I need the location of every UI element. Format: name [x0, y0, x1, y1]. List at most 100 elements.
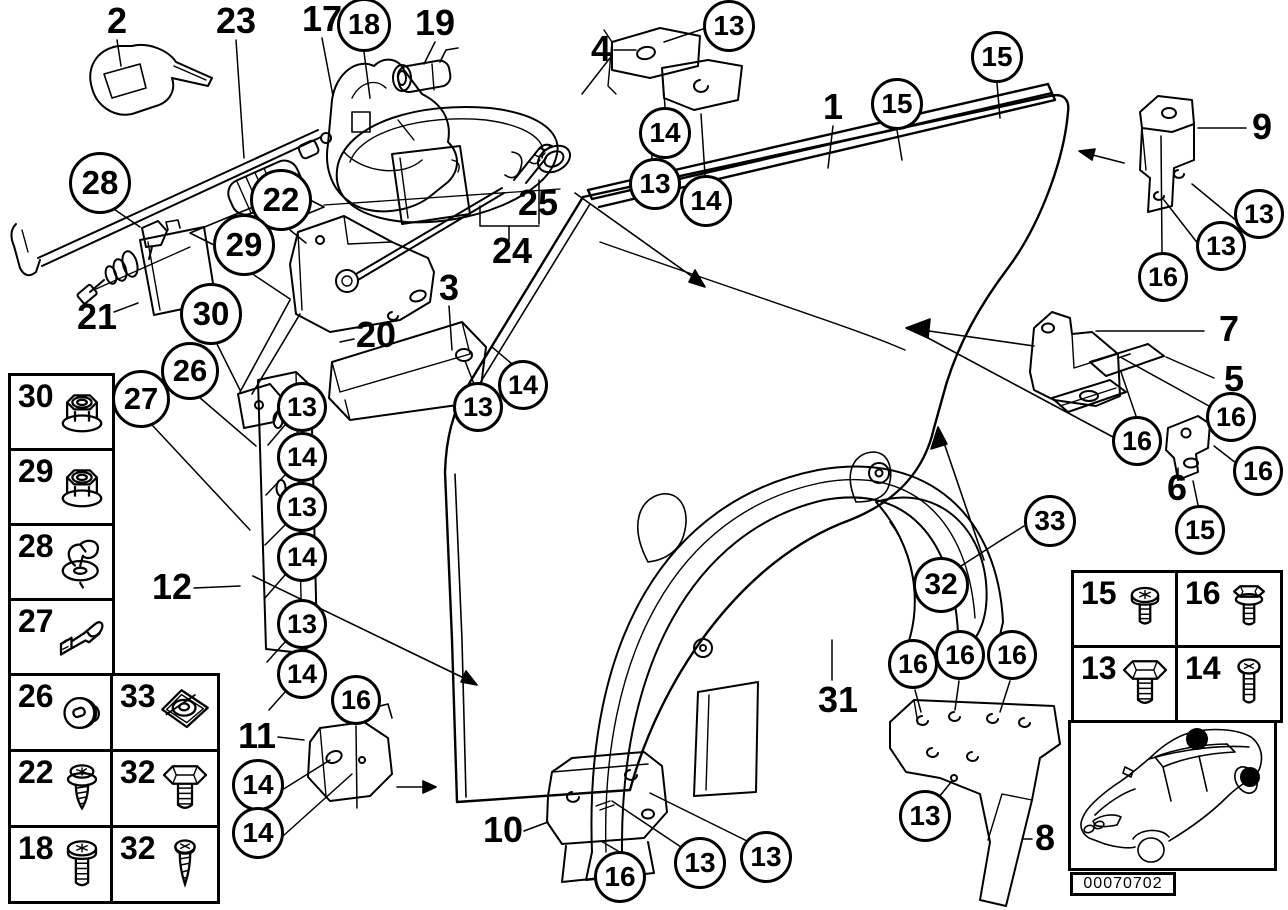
callout-14[interactable]: 14 — [680, 175, 732, 227]
callout-19[interactable]: 19 — [414, 2, 456, 44]
flange-nut-icon — [54, 383, 110, 441]
callout-15[interactable]: 15 — [971, 31, 1023, 83]
callout-1[interactable]: 1 — [822, 86, 844, 128]
fastener-cell-33[interactable]: 33 — [110, 673, 220, 752]
callout-22[interactable]: 22 — [250, 169, 312, 231]
bracket-9 — [1139, 95, 1195, 213]
flange-nut-icon — [54, 458, 110, 516]
callout-16[interactable]: 16 — [1138, 252, 1188, 302]
spring-clip-icon — [54, 608, 110, 666]
callout-14[interactable]: 14 — [498, 360, 548, 410]
callout-16[interactable]: 16 — [987, 630, 1037, 680]
callout-13[interactable]: 13 — [703, 0, 755, 52]
callout-14[interactable]: 14 — [277, 432, 327, 482]
callout-3[interactable]: 3 — [438, 267, 460, 309]
callout-23[interactable]: 23 — [215, 0, 257, 42]
location-marker — [1186, 728, 1208, 750]
callout-32[interactable]: 32 — [913, 557, 969, 613]
callout-12[interactable]: 12 — [151, 566, 193, 608]
expanding-rivet-icon — [54, 533, 110, 591]
car-silhouette-icon — [1080, 728, 1263, 863]
callout-16[interactable]: 16 — [935, 630, 985, 680]
fastener-cell-27[interactable]: 27 — [8, 598, 115, 676]
tapping-screw-icon — [157, 836, 213, 894]
callout-15[interactable]: 15 — [871, 78, 923, 130]
callout-14[interactable]: 14 — [232, 759, 284, 811]
callout-10[interactable]: 10 — [482, 809, 524, 851]
direction-arrows — [252, 148, 1125, 794]
callout-13[interactable]: 13 — [629, 158, 681, 210]
callout-13[interactable]: 13 — [740, 831, 792, 883]
callout-11[interactable]: 11 — [237, 715, 277, 757]
callout-6[interactable]: 6 — [1166, 467, 1188, 509]
callout-13[interactable]: 13 — [277, 599, 327, 649]
callout-8[interactable]: 8 — [1034, 817, 1056, 859]
fastener-cell-28[interactable]: 28 — [8, 523, 115, 601]
part-ref-label: 15 — [1081, 575, 1117, 611]
callout-4[interactable]: 4 — [590, 28, 612, 70]
callout-18[interactable]: 18 — [337, 0, 391, 52]
wheel-arch-liner — [561, 451, 1004, 883]
part-number-box: 00070702 — [1070, 872, 1176, 896]
washer-screw-icon — [54, 760, 110, 818]
fastener-cell-32[interactable]: 32 — [110, 825, 220, 904]
callout-16[interactable]: 16 — [1112, 416, 1162, 466]
callout-14[interactable]: 14 — [277, 532, 327, 582]
callout-27[interactable]: 27 — [112, 370, 170, 428]
callout-13[interactable]: 13 — [453, 382, 503, 432]
callout-24[interactable]: 24 — [491, 230, 533, 272]
part-ref-label: 22 — [18, 754, 54, 790]
fastener-cell-30[interactable]: 30 — [8, 373, 115, 451]
fastener-cell-29[interactable]: 29 — [8, 448, 115, 526]
callout-16[interactable]: 16 — [331, 675, 381, 725]
grommet-icon — [54, 684, 110, 742]
bracket-8 — [889, 699, 1061, 907]
callout-16[interactable]: 16 — [1206, 392, 1256, 442]
release-rod — [335, 143, 572, 293]
part-ref-label: 33 — [120, 678, 156, 714]
fastener-cell-26[interactable]: 26 — [8, 673, 113, 752]
callout-7[interactable]: 7 — [1218, 308, 1240, 350]
part-ref-label: 18 — [18, 830, 54, 866]
callout-2[interactable]: 2 — [106, 0, 128, 42]
callout-14[interactable]: 14 — [639, 107, 691, 159]
callout-16[interactable]: 16 — [594, 851, 646, 903]
fastener-cell-14[interactable]: 14 — [1175, 645, 1283, 723]
fastener-cell-22[interactable]: 22 — [8, 749, 113, 828]
callout-14[interactable]: 14 — [277, 649, 327, 699]
callout-29[interactable]: 29 — [213, 214, 275, 276]
callout-21[interactable]: 21 — [76, 296, 118, 338]
fastener-cell-15[interactable]: 15 — [1071, 570, 1178, 648]
callout-13[interactable]: 13 — [674, 837, 726, 889]
part-ref-label: 26 — [18, 678, 54, 714]
callout-16[interactable]: 16 — [1233, 446, 1283, 496]
callout-16[interactable]: 16 — [888, 639, 938, 689]
callout-13[interactable]: 13 — [277, 382, 327, 432]
callout-33[interactable]: 33 — [1024, 495, 1076, 547]
callout-20[interactable]: 20 — [355, 314, 397, 356]
fastener-cell-32[interactable]: 32 — [110, 749, 220, 828]
callout-25[interactable]: 25 — [517, 182, 559, 224]
part-ref-label: 32 — [120, 830, 156, 866]
callout-15[interactable]: 15 — [1175, 505, 1225, 555]
callout-9[interactable]: 9 — [1251, 106, 1273, 148]
bracket-10 — [546, 751, 668, 845]
callout-14[interactable]: 14 — [232, 807, 284, 859]
key — [89, 44, 213, 116]
callout-13[interactable]: 13 — [277, 482, 327, 532]
torx-screw-short-icon — [1117, 580, 1173, 638]
callout-5[interactable]: 5 — [1223, 358, 1245, 400]
callout-17[interactable]: 17 — [301, 0, 343, 40]
callout-30[interactable]: 30 — [180, 283, 242, 345]
fastener-cell-16[interactable]: 16 — [1175, 570, 1283, 648]
callout-31[interactable]: 31 — [817, 679, 859, 721]
fastener-cell-13[interactable]: 13 — [1071, 645, 1178, 723]
torx-screw-icon — [54, 836, 110, 894]
callout-28[interactable]: 28 — [69, 152, 131, 214]
callout-26[interactable]: 26 — [161, 342, 219, 400]
callout-13[interactable]: 13 — [1196, 221, 1246, 271]
callout-13[interactable]: 13 — [1234, 189, 1284, 239]
part-ref-label: 29 — [18, 453, 54, 489]
fastener-cell-18[interactable]: 18 — [8, 825, 113, 904]
callout-13[interactable]: 13 — [899, 790, 951, 842]
